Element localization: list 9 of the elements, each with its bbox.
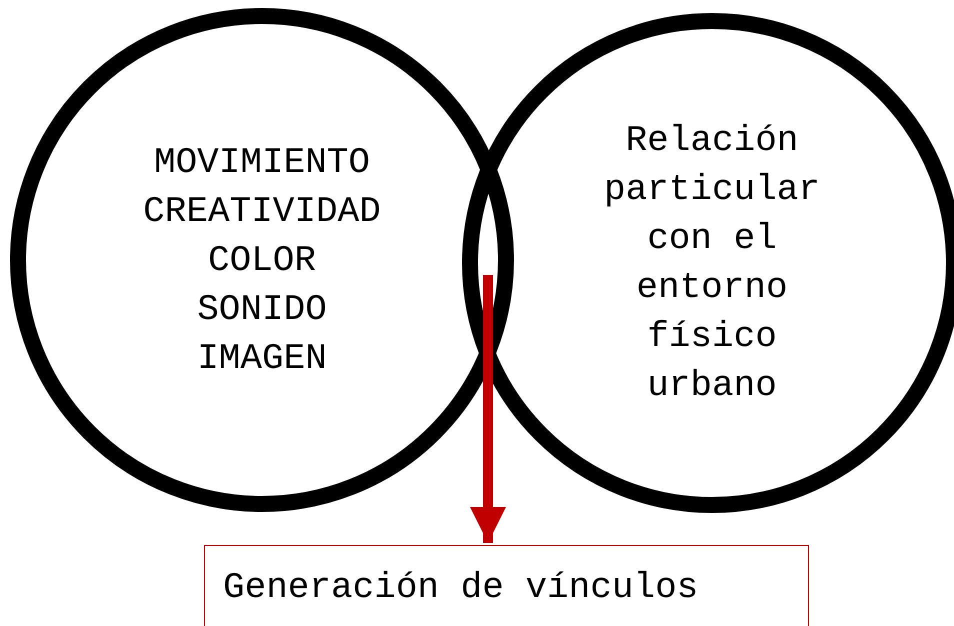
node-text: COLOR (208, 238, 316, 282)
text-box (204, 545, 809, 626)
node-text: Generación de vínculos (223, 567, 698, 608)
arrow (470, 275, 506, 543)
node-text: SONIDO (197, 288, 327, 332)
node-text: Relación particular con el entorno físico urbano (602, 119, 822, 408)
node-text: MOVIMIENTO (154, 140, 370, 184)
node-text: CREATIVIDAD (143, 190, 381, 234)
node-text: IMAGEN (197, 336, 327, 380)
